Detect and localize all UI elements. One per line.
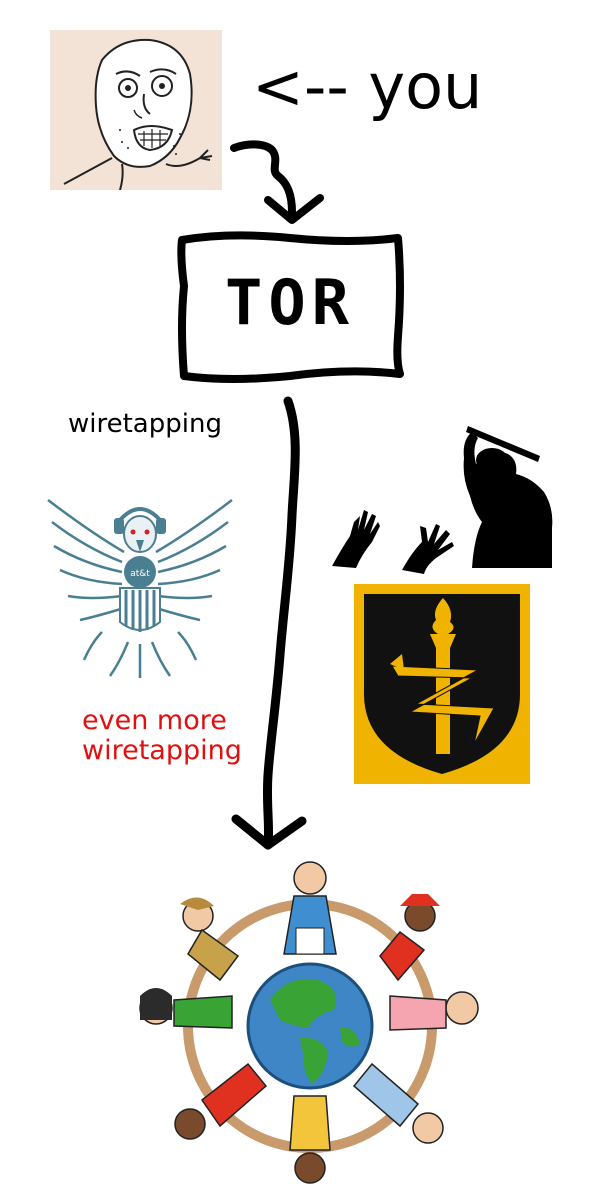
- even-more-wiretapping-label: even more wiretapping: [82, 705, 242, 767]
- riot-police-silhouette-icon: [332, 426, 553, 574]
- tor-box: [177, 231, 404, 383]
- att-logo-text: at&t: [130, 569, 150, 579]
- y-u-no-face-icon: [50, 30, 222, 190]
- wiretapping-label: wiretapping: [68, 409, 222, 439]
- nsa-att-eagle-icon: at&t: [47, 499, 233, 678]
- arrow-to-world-icon: [231, 396, 307, 850]
- arrow-to-tor-icon: [230, 140, 324, 224]
- you-label: <-- you: [252, 50, 483, 123]
- people-around-globe-icon: [139, 861, 479, 1184]
- tor-label: TOR: [225, 266, 355, 339]
- signal-corps-shield-icon: [354, 584, 530, 784]
